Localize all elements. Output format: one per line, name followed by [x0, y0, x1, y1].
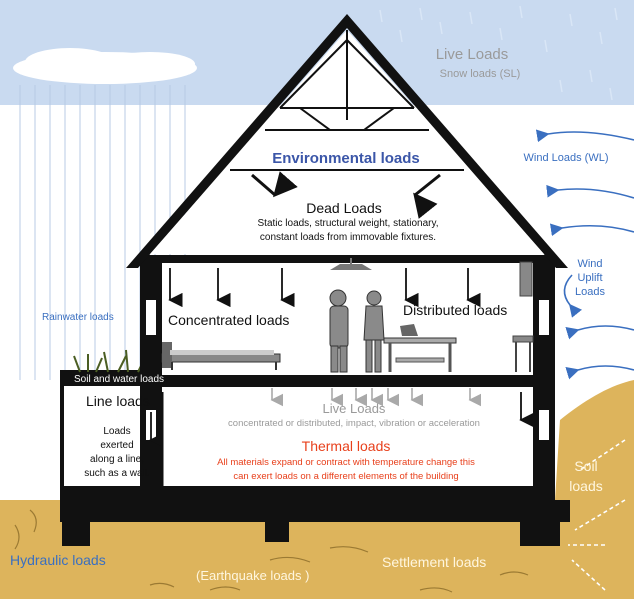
live-loads-floor-label: Live Loads: [322, 401, 386, 416]
dead-loads-desc-2: constant loads from immovable fixtures.: [259, 232, 437, 243]
ground-floor-slab: [62, 486, 555, 500]
line-loads-desc-3: along a line,: [90, 454, 144, 465]
desk: [383, 324, 457, 372]
dead-loads-title: Dead Loads: [306, 200, 382, 216]
roof-truss: [230, 30, 464, 171]
dead-load-arrow-left: [251, 171, 298, 198]
distributed-loads-label: Distributed loads: [403, 302, 508, 318]
middle-floor: [140, 375, 555, 387]
wind-loads-label: Wind Loads (WL): [523, 152, 609, 164]
environmental-loads-label: Environmental loads: [272, 150, 420, 167]
chair: [512, 261, 534, 372]
dead-load-arrow-right: [413, 173, 441, 219]
line-loads-title: Line loads: [86, 393, 150, 409]
rainwater-loads-label: Rainwater loads: [42, 312, 114, 323]
hydraulic-loads-label: Hydraulic loads: [10, 552, 106, 568]
attic-floor: [140, 255, 555, 263]
ground-texture: [14, 509, 529, 593]
soil-loads-line-1: Soil: [574, 458, 598, 474]
soil-loads-line-2: loads: [569, 478, 603, 494]
attic-space: [150, 30, 544, 254]
live-loads-top-label: Live Loads: [435, 46, 509, 63]
wind-arrows: [535, 129, 634, 380]
live-load-arrows: [270, 388, 482, 407]
upper-floor-arrows: [168, 268, 481, 308]
line-loads-desc-1: Loads: [103, 426, 131, 437]
thermal-loads-title: Thermal loads: [301, 438, 391, 454]
bed: [161, 342, 281, 370]
thermal-loads-desc-2: can exert loads on a different elements …: [233, 471, 459, 482]
snow-loads-label: Snow loads (SL): [439, 68, 521, 80]
ceiling-lamp: [330, 264, 372, 270]
foundation: [60, 500, 570, 522]
thermal-loads-desc-1: All materials expand or contract with te…: [217, 457, 475, 468]
soil-and-water-loads-label: Soil and water loads: [74, 374, 165, 385]
line-loads-desc-4: such as a wall.: [84, 468, 150, 479]
soil-pressure-arrows: [568, 439, 626, 591]
people-figures: [329, 289, 385, 373]
wind-uplift-line-1: Wind: [577, 258, 603, 270]
settlement-loads-label: Settlement loads: [382, 554, 487, 570]
wind-uplift-line-2: Uplift: [577, 272, 603, 284]
snow-pattern: [379, 5, 618, 101]
earthquake-loads-label: (Earthquake loads ): [196, 568, 310, 583]
wind-uplift-line-3: Loads: [575, 286, 605, 298]
concentrated-loads-label: Concentrated loads: [168, 312, 290, 328]
line-loads-desc-2: exerted: [100, 440, 134, 451]
ground: [0, 380, 634, 599]
dead-loads-desc-1: Static loads, structural weight, station…: [257, 218, 439, 229]
live-loads-floor-desc: concentrated or distributed, impact, vib…: [228, 418, 480, 429]
